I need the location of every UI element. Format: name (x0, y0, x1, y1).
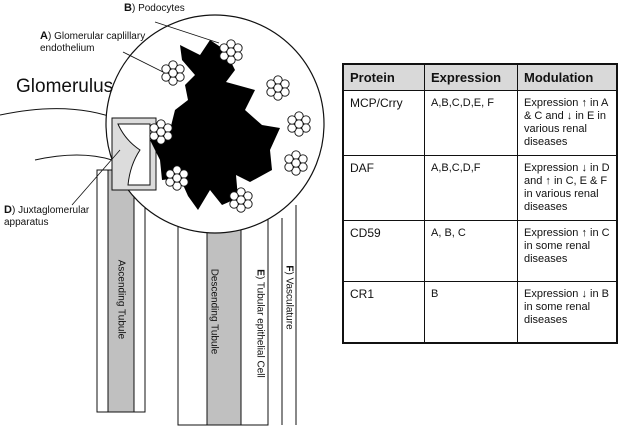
vasculature-text: Vasculature (283, 277, 295, 330)
juxtaglomerular-text-2: apparatus (4, 217, 49, 228)
tubular-letter: E (254, 269, 266, 276)
cell-expression: A,B,C,D,F (424, 155, 518, 221)
capillary-loop (236, 195, 246, 205)
tubular-cell-label: E) Tubular epithelial Cell (254, 269, 266, 378)
capillary-loop (287, 115, 297, 125)
table-header-row: Protein Expression Modulation (342, 63, 618, 91)
capillary-loop (165, 169, 175, 179)
capillary-clusters (149, 39, 311, 213)
podocytes-text: Podocytes (138, 3, 185, 14)
capillary-loop (273, 83, 283, 93)
capillary-loop (175, 72, 185, 82)
vasculature-label: F) Vasculature (283, 265, 295, 330)
podocytes-leader (154, 21, 220, 44)
table-row: DAF A,B,C,D,F Expression ↓ in D and ↑ in… (342, 155, 618, 221)
capillary-loop (172, 173, 182, 183)
podocytes-letter: B (124, 2, 132, 14)
endothelium-leader (122, 51, 164, 73)
capillary-loop (266, 79, 276, 89)
afferent-curve (0, 108, 121, 121)
capillary-cluster (284, 150, 308, 176)
descending-tubule-lumen (206, 214, 242, 426)
endothelium-text-2: endothelium (40, 43, 95, 54)
capillary-loop (298, 162, 308, 172)
capillary-cluster (149, 119, 173, 145)
cell-protein: CD59 (342, 220, 425, 282)
tubular-text: Tubular epithelial Cell (254, 281, 266, 378)
cell-expression: B (424, 281, 518, 344)
cell-protein: DAF (342, 155, 425, 221)
cell-expression: A,B,C,D,E, F (424, 90, 518, 156)
header-modulation: Modulation (517, 63, 618, 91)
capillary-cluster (266, 75, 290, 101)
cell-modulation: Expression ↑ in A & C and ↓ in E in vari… (517, 90, 618, 156)
capillary-loop (168, 68, 178, 78)
descending-tubule-label: Descending Tubule (208, 268, 220, 355)
capillary-loop (280, 87, 290, 97)
vasculature-letter: F (283, 265, 295, 272)
cell-modulation: Expression ↓ in D and ↑ in C, E & F in v… (517, 155, 618, 221)
capillary-loop (219, 43, 229, 53)
capillary-loop (226, 47, 236, 57)
capillary-loop (163, 131, 173, 141)
juxtaglomerular-letter: D (4, 204, 12, 216)
capillary-loop (229, 191, 239, 201)
header-expression: Expression (424, 63, 518, 91)
cell-modulation: Expression ↓ in B in some renal diseases (517, 281, 618, 344)
podocytes-label: B) Podocytes (124, 2, 185, 14)
capillary-cluster (165, 165, 189, 191)
capillary-cluster (229, 187, 253, 213)
cell-modulation: Expression ↑ in C in some renal diseases (517, 220, 618, 282)
header-protein: Protein (342, 63, 425, 91)
capillary-loop (179, 177, 189, 187)
capillary-loop (301, 123, 311, 133)
juxtaglomerular-leader (71, 149, 121, 206)
capillary-loop (233, 51, 243, 61)
capillary-cluster (219, 39, 243, 65)
endothelium-letter: A (40, 30, 48, 42)
capillary-loop (291, 158, 301, 168)
capillary-loop (156, 127, 166, 137)
endothelium-text-1: Glomerular caplillary (54, 31, 146, 42)
capillary-loop (243, 199, 253, 209)
juxtaglomerular-text-1: Juxtaglomerular (18, 205, 90, 216)
capillary-cluster (161, 60, 185, 86)
capillary-cluster (287, 111, 311, 137)
juxtaglomerular-label: D) Juxtaglomerular apparatus (4, 204, 90, 228)
expression-table: Protein Expression Modulation MCP/Crry A… (342, 63, 618, 344)
table-row: CR1 B Expression ↓ in B in some renal di… (342, 281, 618, 344)
capillary-loop (161, 64, 171, 74)
capillary-loop (284, 154, 294, 164)
cell-protein: MCP/Crry (342, 90, 425, 156)
cell-expression: A, B, C (424, 220, 518, 282)
cell-protein: CR1 (342, 281, 425, 344)
juxtaglomerular-inner (117, 123, 151, 186)
glomerulus-label: Glomerulus (16, 76, 114, 97)
podocyte-body (150, 40, 280, 210)
ascending-tubule-label: Ascending Tubule (115, 259, 127, 340)
capillary-loop (149, 123, 159, 133)
capillary-loop (294, 119, 304, 129)
endothelium-label: A) Glomerular caplillary endothelium (40, 30, 146, 54)
efferent-curve (34, 154, 113, 161)
table-row: CD59 A, B, C Expression ↑ in C in some r… (342, 220, 618, 282)
table-row: MCP/Crry A,B,C,D,E, F Expression ↑ in A … (342, 90, 618, 156)
